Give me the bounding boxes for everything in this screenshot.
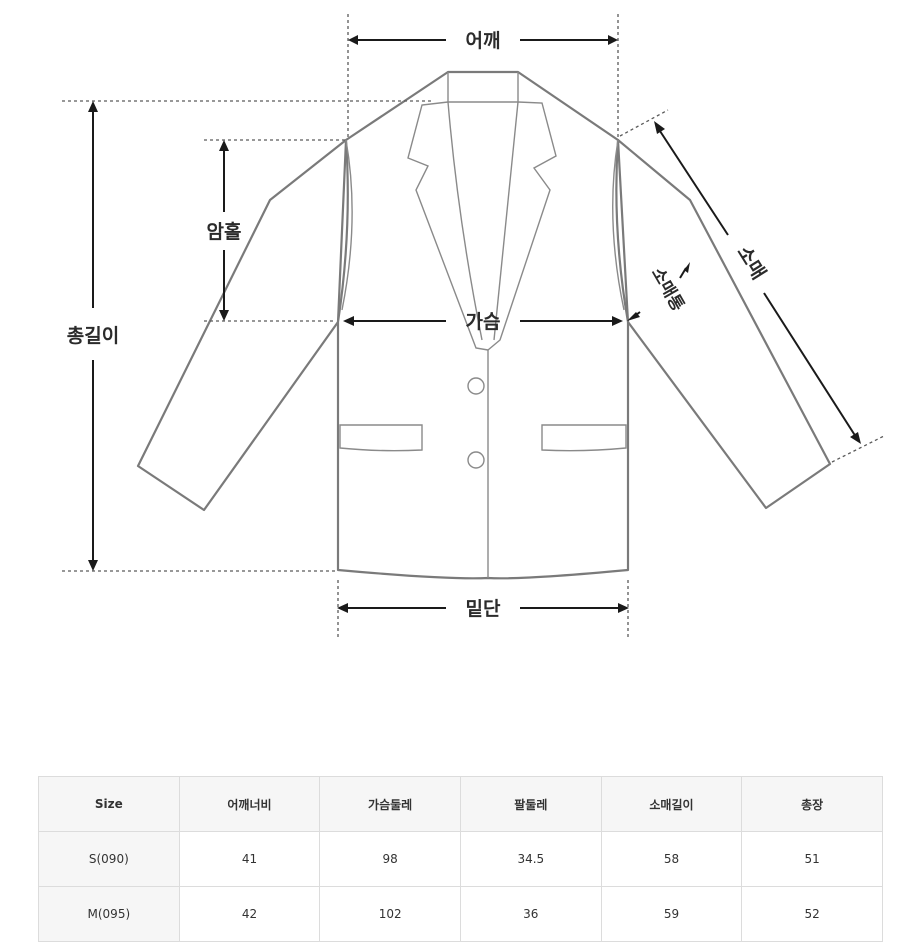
chest-label: 가슴	[466, 311, 501, 333]
table-cell: 102	[319, 886, 461, 942]
table-header-row: Size 어깨너비 가슴둘레 팔둘레 소매길이 총장	[38, 776, 883, 832]
right-pocket-flap	[541, 424, 627, 452]
table-cell: 59	[600, 886, 743, 942]
shoulder-label: 어깨	[466, 30, 501, 52]
left-pocket-flap	[339, 424, 423, 452]
table-cell: 42	[178, 886, 321, 942]
header-chest: 가슴둘레	[319, 776, 461, 832]
jacket-size-diagram: 어깨 총길이 암홀 가슴 밑단 소매	[62, 14, 885, 640]
table-cell: 41	[178, 831, 321, 887]
sleeve-length-arrow	[654, 121, 861, 444]
table-cell: 34.5	[459, 831, 602, 887]
left-lapel	[407, 101, 489, 351]
armhole-arrow	[219, 140, 229, 321]
header-shoulder-width: 어깨너비	[178, 776, 321, 832]
table-cell: 58	[600, 831, 743, 887]
chest-arrow	[343, 316, 623, 326]
table-cell: 52	[741, 886, 883, 942]
right-lapel	[487, 101, 557, 351]
sleeve-width-arrow	[627, 262, 690, 321]
total-length-label: 총길이	[67, 325, 119, 347]
shoulder-arrow	[348, 35, 618, 45]
jacket-body	[336, 70, 630, 580]
button-bottom	[467, 451, 485, 469]
right-sleeve	[616, 138, 832, 510]
armhole-label: 암홀	[207, 220, 242, 243]
left-sleeve	[136, 138, 348, 512]
table-row: M(095) 42 102 36 59 52	[38, 886, 883, 942]
table-cell: S(090)	[38, 831, 180, 887]
jacket-illustration	[136, 70, 832, 580]
hem-label: 밑단	[466, 598, 501, 620]
table-row: S(090) 41 98 34.5 58 51	[38, 831, 883, 887]
table-cell: 51	[741, 831, 883, 887]
sleeve-label: 소매	[732, 242, 769, 283]
header-sleeve-length: 소매길이	[600, 776, 743, 832]
size-table: Size 어깨너비 가슴둘레 팔둘레 소매길이 총장 S(090) 41 98 …	[38, 776, 883, 942]
header-size: Size	[38, 776, 180, 832]
table-cell: 98	[319, 831, 461, 887]
total-length-arrow	[88, 101, 98, 571]
table-cell: M(095)	[38, 886, 180, 942]
header-arm: 팔둘레	[459, 776, 602, 832]
measurement-guides	[62, 14, 885, 640]
table-cell: 36	[459, 886, 602, 942]
header-total-length: 총장	[741, 776, 883, 832]
hem-arrow	[337, 603, 629, 613]
button-top	[467, 377, 485, 395]
